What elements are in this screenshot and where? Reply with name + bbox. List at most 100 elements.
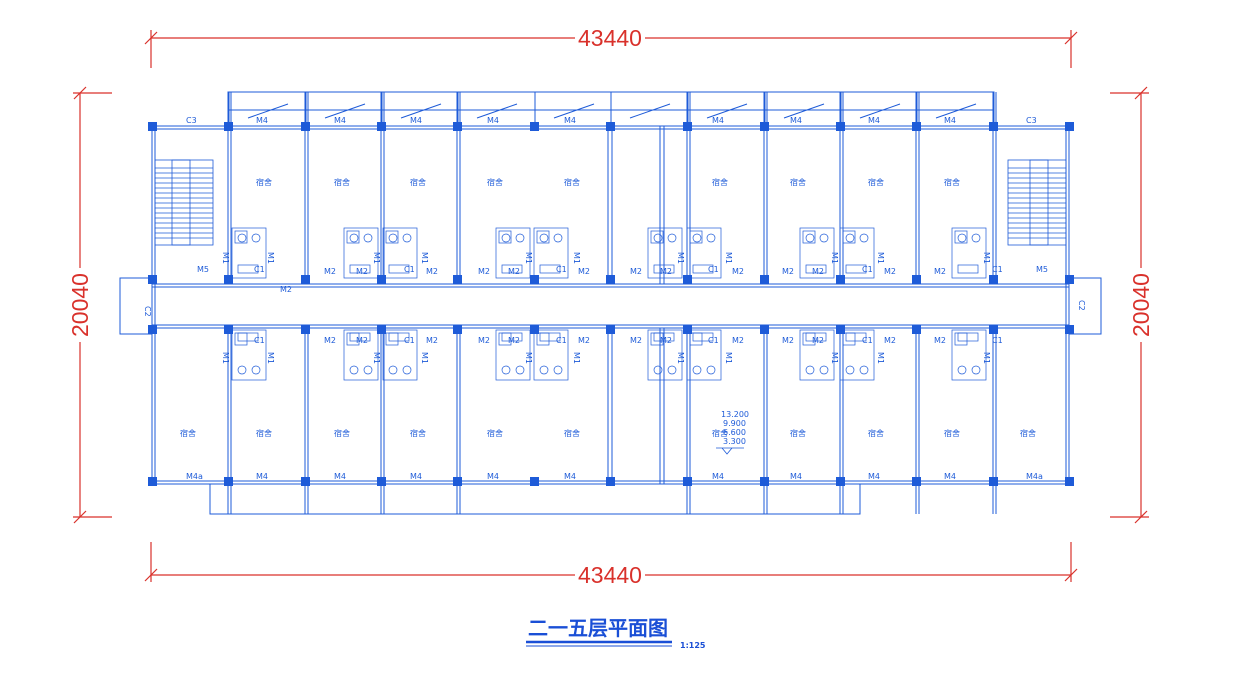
door-m2-label: M2 xyxy=(732,336,744,345)
sink xyxy=(845,332,867,342)
bathroom xyxy=(686,227,722,279)
column xyxy=(836,275,845,284)
room-partitions xyxy=(227,92,997,514)
basin xyxy=(653,365,663,375)
balcony-door-swing xyxy=(324,103,366,119)
column xyxy=(606,275,615,284)
basin xyxy=(539,365,549,375)
balcony-door-swing xyxy=(629,103,671,119)
door-m1-label: M1 xyxy=(876,252,885,264)
door-m1-label: M1 xyxy=(676,352,685,364)
toilet xyxy=(251,233,261,243)
door-m1-label: M1 xyxy=(372,252,381,264)
bathroom xyxy=(951,329,987,381)
column xyxy=(989,477,998,486)
bathroom xyxy=(799,329,835,381)
toilet xyxy=(363,365,373,375)
level-4: 3.300 xyxy=(723,437,746,446)
column xyxy=(148,477,157,486)
basin xyxy=(845,365,855,375)
left-dimension: 20040 xyxy=(67,273,93,337)
door-m4-label: M4 xyxy=(487,472,499,481)
column xyxy=(530,477,539,486)
balcony-door-swing xyxy=(476,103,518,119)
window-c2-left: C2 xyxy=(143,306,152,317)
toilet xyxy=(819,365,829,375)
basin xyxy=(957,233,967,243)
sink xyxy=(692,332,714,342)
column xyxy=(377,275,386,284)
basin xyxy=(653,233,663,243)
room-label: 宿舍 xyxy=(334,177,350,187)
bathroom xyxy=(533,329,569,381)
window-c1-label: C1 xyxy=(992,265,1003,274)
basin xyxy=(237,233,247,243)
door-m4-label: M4 xyxy=(410,116,422,125)
bathroom xyxy=(382,329,418,381)
sink xyxy=(957,264,979,274)
door-m4-label: M4 xyxy=(410,472,422,481)
column xyxy=(530,122,539,131)
toilet xyxy=(859,365,869,375)
sink xyxy=(349,332,371,342)
bathroom xyxy=(343,329,379,381)
basin xyxy=(501,233,511,243)
window-c1-label: C1 xyxy=(254,336,265,345)
column xyxy=(683,477,692,486)
toilet xyxy=(515,233,525,243)
balcony-door-swing xyxy=(247,103,289,119)
column xyxy=(760,477,769,486)
shower xyxy=(234,332,248,346)
balcony-door-swing xyxy=(859,103,901,119)
door-m2-label: M2 xyxy=(660,267,672,276)
column xyxy=(1065,477,1074,486)
door-m2-label: M2 xyxy=(478,267,490,276)
toilet xyxy=(363,233,373,243)
shower xyxy=(954,332,968,346)
window-c3-right: C3 xyxy=(1026,116,1037,125)
bathroom-fixtures xyxy=(231,227,987,381)
bathroom xyxy=(839,227,875,279)
column xyxy=(224,122,233,131)
door-m1-label: M1 xyxy=(221,252,230,264)
basin xyxy=(388,365,398,375)
column xyxy=(301,122,310,131)
window-c1-label: C1 xyxy=(862,265,873,274)
door-m1-label: M1 xyxy=(724,252,733,264)
bathroom xyxy=(343,227,379,279)
room-label: 宿舍 xyxy=(944,428,960,438)
column xyxy=(453,275,462,284)
door-m4-label: M4 xyxy=(334,116,346,125)
bathroom xyxy=(231,227,267,279)
level-1: 13.200 xyxy=(721,410,749,419)
sink xyxy=(501,264,523,274)
room-label: 宿舍 xyxy=(487,177,503,187)
window-c3-left: C3 xyxy=(186,116,197,125)
toilet xyxy=(402,365,412,375)
door-m2-label: M2 xyxy=(630,336,642,345)
door-m2-label: M2 xyxy=(356,267,368,276)
door-m1-label: M1 xyxy=(420,252,429,264)
door-m2-label: M2 xyxy=(426,336,438,345)
room-label: 宿舍 xyxy=(868,177,884,187)
toilet xyxy=(971,233,981,243)
top-dimension: 43440 xyxy=(578,25,642,51)
basin xyxy=(388,233,398,243)
sink xyxy=(349,264,371,274)
door-m1-label: M1 xyxy=(982,252,991,264)
door-m1-label: M1 xyxy=(724,352,733,364)
column xyxy=(683,325,692,334)
door-m1-label: M1 xyxy=(420,352,429,364)
shower xyxy=(650,230,664,244)
door-m4-label: M4 xyxy=(334,472,346,481)
window-c1-label: C1 xyxy=(708,336,719,345)
bathroom xyxy=(647,227,683,279)
sink xyxy=(539,264,561,274)
toilet xyxy=(667,233,677,243)
window-c1-label: C1 xyxy=(254,265,265,274)
room-label: 宿舍 xyxy=(334,428,350,438)
door-m1-label: M1 xyxy=(982,352,991,364)
door-m1-label: M1 xyxy=(830,352,839,364)
basin xyxy=(805,365,815,375)
shower xyxy=(842,332,856,346)
